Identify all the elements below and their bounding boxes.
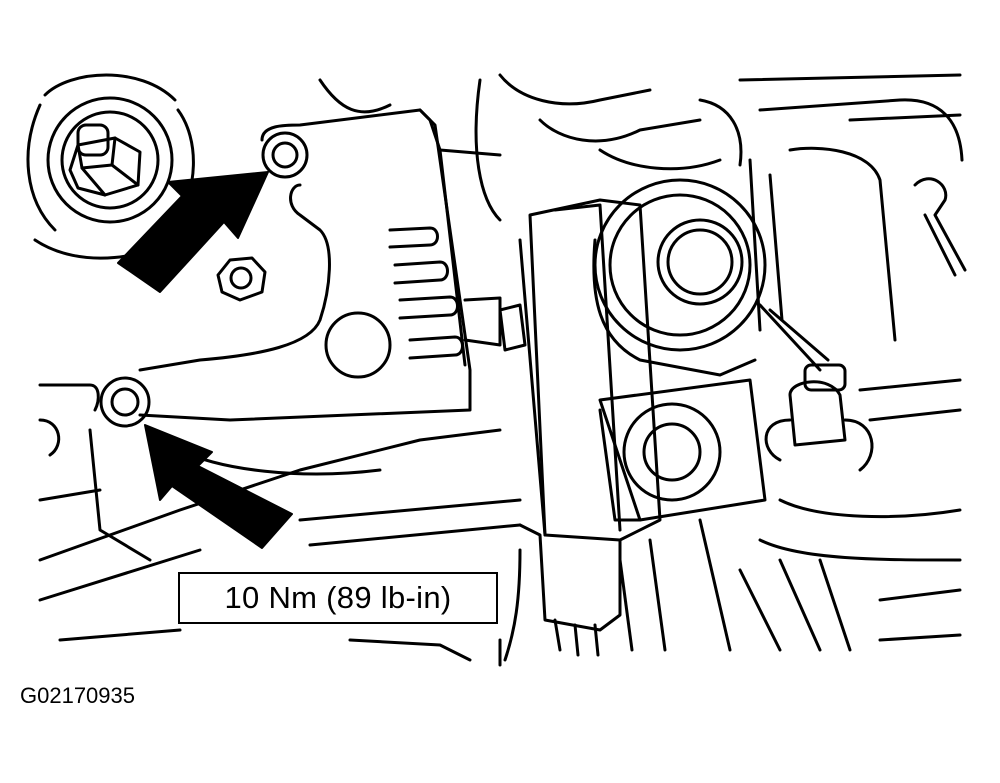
lower-actuator [598, 378, 767, 522]
lower-structure [38, 383, 522, 667]
upper-bracket-nut [261, 131, 309, 179]
mounting-bracket [138, 108, 472, 422]
arrow-icon [117, 171, 269, 293]
lower-bracket-nut [99, 376, 151, 428]
figure-id: G02170935 [20, 683, 135, 708]
linkage-rod [758, 177, 967, 472]
upper-structure [318, 73, 743, 222]
arrow-icon [144, 424, 293, 549]
motor-housing [463, 198, 662, 657]
motor-cylinder [592, 178, 767, 377]
torque-spec-text: 10 Nm (89 lb-in) [224, 580, 452, 615]
body-structure [618, 73, 964, 652]
torque-spec-label: 10 Nm (89 lb-in) [178, 572, 498, 624]
